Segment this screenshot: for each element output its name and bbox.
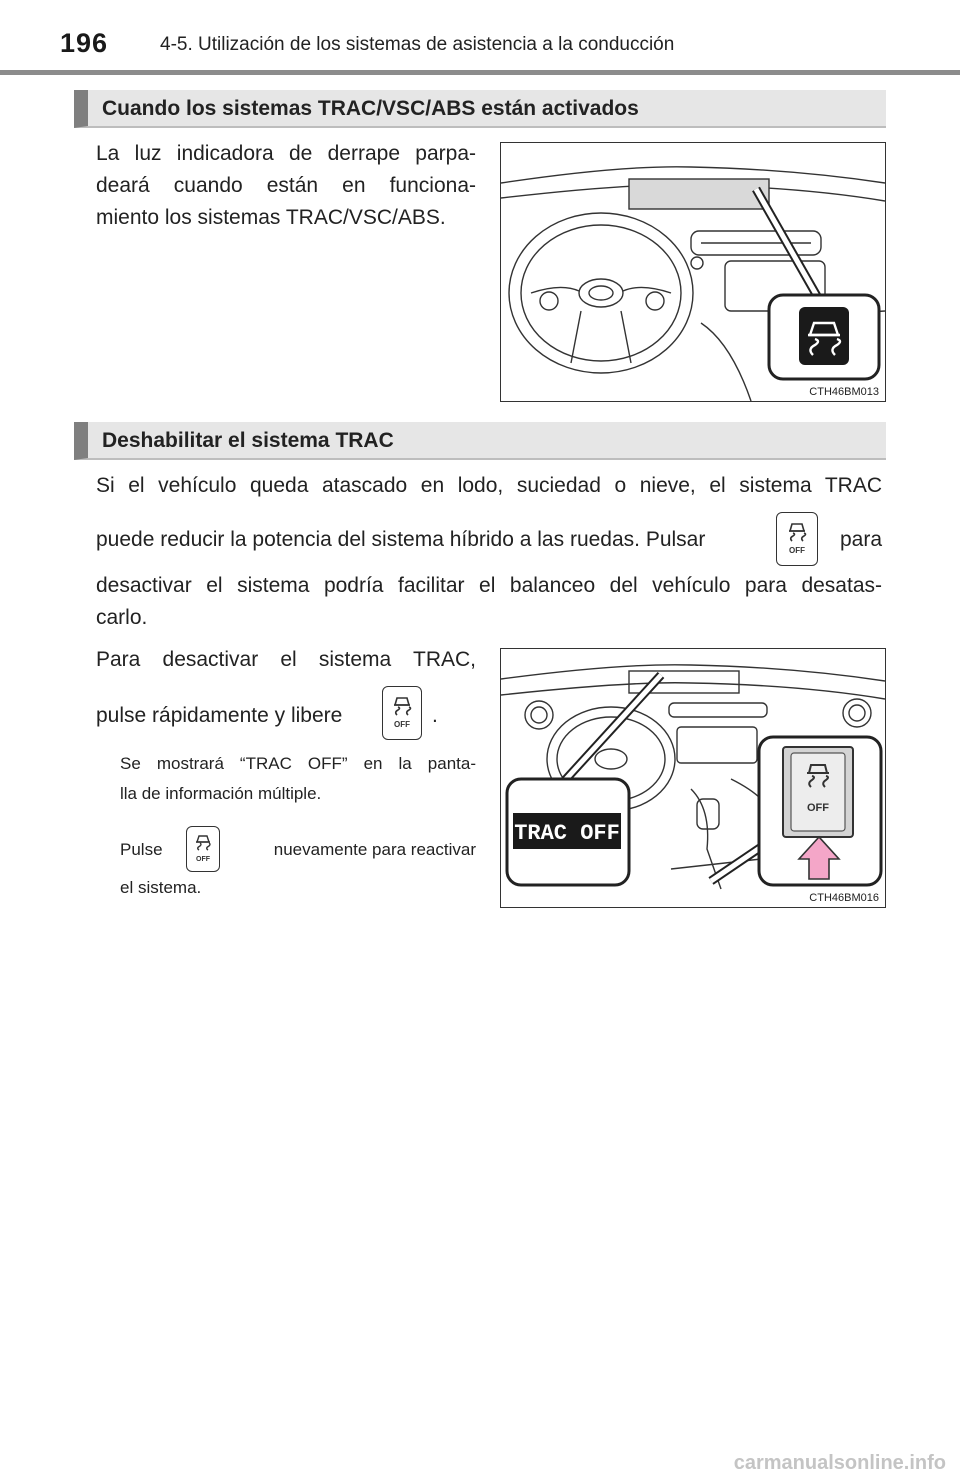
section2-note2-line-1: Pulse OFF nuevamente para reactivar: [120, 826, 476, 872]
page-number: 196: [60, 28, 109, 58]
section-heading-disable-trac: Deshabilitar el sistema TRAC: [74, 422, 886, 460]
section1-line-1: La luz indicadora de derrape parpa-: [96, 142, 476, 165]
figure-trac-off-button: TRAC OFF OFF CTH46BM016: [500, 648, 886, 908]
header-rule: [0, 70, 960, 75]
watermark: carmanualsonline.info: [733, 1452, 946, 1474]
section2-note1-line-1: Se mostrará “TRAC OFF” en la panta-: [120, 754, 476, 773]
section2-para1-line-2: puede reducir la potencia del sistema hí…: [96, 512, 882, 566]
figure-code: CTH46BM013: [809, 386, 879, 398]
section-heading-text: Deshabilitar el sistema TRAC: [102, 429, 394, 452]
trac-off-button-icon: OFF: [186, 826, 220, 872]
trac-off-button-icon: OFF: [382, 686, 422, 740]
text-fragment: pulse rápidamente y libere: [96, 704, 343, 727]
chapter-title: 4-5. Utilización de los sistemas de asis…: [160, 34, 675, 55]
svg-text:OFF: OFF: [789, 546, 805, 555]
text-fragment: nuevamente para reactivar: [273, 840, 476, 859]
section2-note2-line-2: el sistema.: [120, 878, 202, 897]
section-heading-text: Cuando los sistemas TRAC/VSC/ABS están a…: [102, 97, 639, 120]
svg-text:OFF: OFF: [807, 802, 829, 814]
svg-text:OFF: OFF: [196, 856, 211, 863]
figure-dashboard-slip-indicator: CTH46BM013: [500, 142, 886, 402]
section-heading-trac-vsc-abs: Cuando los sistemas TRAC/VSC/ABS están a…: [74, 90, 886, 128]
text-fragment: para: [839, 528, 882, 551]
section1-line-3: miento los sistemas TRAC/VSC/ABS.: [96, 206, 446, 229]
section2-para1-line-4: carlo.: [96, 606, 148, 629]
figure-code: CTH46BM016: [809, 892, 879, 904]
dashboard-illustration: [500, 166, 886, 402]
trac-off-display-text: TRAC OFF: [514, 821, 620, 846]
text-fragment: puede reducir la potencia del sistema hí…: [96, 528, 706, 551]
section2-para1-line-1: Si el vehículo queda atascado en lodo, s…: [96, 474, 882, 497]
trac-off-button-icon: OFF: [776, 512, 818, 566]
section2-para2-line-2: pulse rápidamente y libere OFF .: [96, 686, 476, 740]
text-fragment: Pulse: [120, 840, 163, 859]
section2-para2-line-1: Para desactivar el sistema TRAC,: [96, 648, 476, 671]
section2-note1-line-2: lla de información múltiple.: [120, 784, 322, 803]
text-fragment: .: [432, 704, 438, 727]
trac-off-illustration: TRAC OFF OFF: [500, 664, 886, 890]
section1-line-2: deará cuando están en funciona-: [96, 174, 476, 197]
section2-para1-line-3: desactivar el sistema podría facilitar e…: [96, 574, 882, 597]
svg-text:OFF: OFF: [394, 720, 410, 729]
